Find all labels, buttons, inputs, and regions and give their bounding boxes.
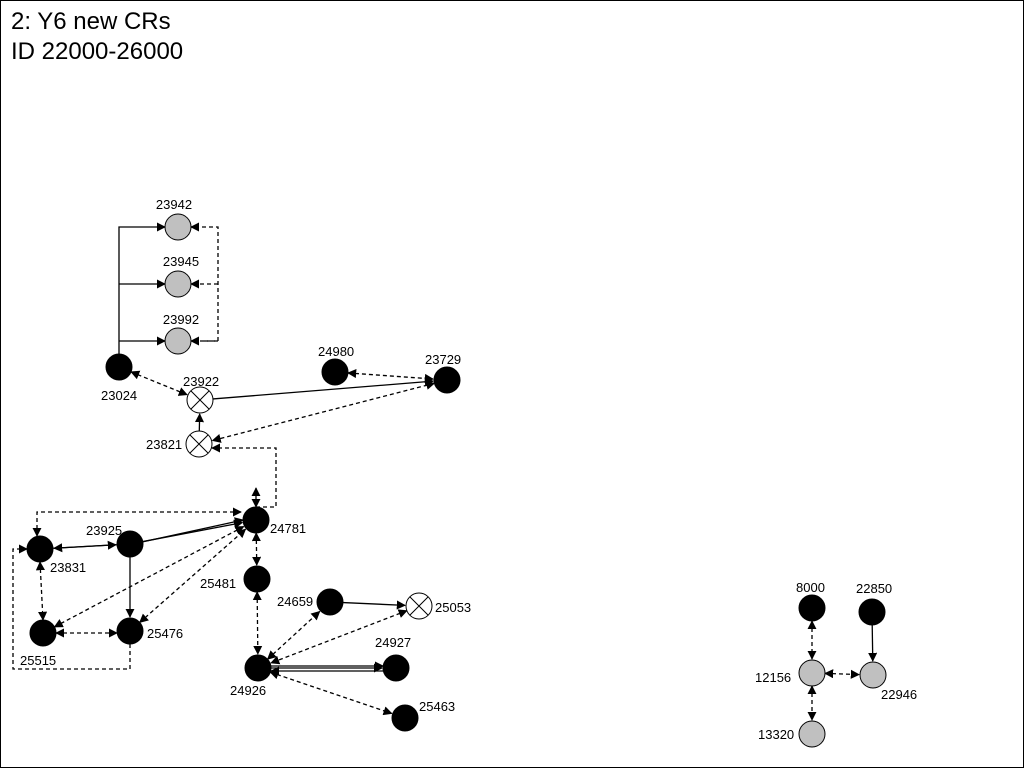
node-23925[interactable]: 23925	[86, 523, 144, 558]
node-12156[interactable]: 12156	[755, 659, 826, 687]
node-circle	[29, 619, 57, 647]
node-23729[interactable]: 23729	[425, 352, 461, 394]
node-22946[interactable]: 22946	[859, 661, 917, 702]
node-circle	[858, 598, 886, 626]
node-circle	[798, 594, 826, 622]
node-24781[interactable]: 24781	[242, 506, 306, 536]
node-circle	[116, 617, 144, 645]
node-label: 25476	[147, 626, 183, 641]
cross-mark-icon	[189, 434, 209, 454]
node-label: 25481	[200, 576, 236, 591]
node-circle	[164, 270, 192, 298]
node-label: 23992	[163, 312, 199, 327]
edge-23024-23942	[118, 222, 166, 354]
edge-24926-25463	[269, 670, 393, 716]
node-24980[interactable]: 24980	[318, 344, 354, 386]
node-circle	[242, 506, 270, 534]
node-circle	[164, 327, 192, 355]
edge-25053-24926	[270, 609, 408, 665]
node-23942[interactable]: 23942	[156, 197, 192, 241]
nodes-layer: 23942 23945 23992 23024 23922 23821 24980 23729…	[20, 197, 917, 748]
edge-25476-23831	[12, 544, 131, 670]
title-line-1: 2: Y6 new CRs	[11, 8, 171, 35]
cross-mark-icon	[409, 596, 429, 616]
node-label: 24927	[375, 635, 411, 650]
node-label: 25053	[435, 600, 471, 615]
edge-23925-23831	[53, 543, 118, 553]
edge-23024-23922	[130, 370, 188, 396]
node-label: 23729	[425, 352, 461, 367]
node-circle	[798, 659, 826, 687]
edge-24659-25053	[342, 600, 406, 610]
edge-24926-24659	[266, 610, 321, 660]
edge-23729-23821	[211, 380, 436, 443]
edge-24781-23831	[32, 507, 242, 537]
node-25463[interactable]: 25463	[391, 699, 455, 732]
slide-title: 2: Y6 new CRs ID 22000-26000	[11, 7, 183, 67]
node-label: 24926	[230, 683, 266, 698]
edge-25476-24781	[139, 528, 247, 624]
edges-layer	[12, 222, 878, 721]
node-23922[interactable]: 23922	[183, 374, 219, 414]
edge-12156-22946	[824, 669, 860, 679]
node-label: 12156	[755, 670, 791, 685]
edge-23925-25515	[141, 517, 244, 543]
node-circle	[26, 535, 54, 563]
node-circle	[391, 704, 419, 732]
node-label: 8000	[796, 580, 825, 595]
node-label: 23024	[101, 388, 137, 403]
node-label: 23925	[86, 523, 122, 538]
node-label: 24781	[270, 521, 306, 536]
node-25481[interactable]: 25481	[200, 565, 271, 593]
title-line-2: ID 22000-26000	[11, 38, 184, 65]
node-label: 23942	[156, 197, 192, 212]
node-circle	[105, 353, 133, 381]
edge-25481-24926	[252, 591, 263, 655]
node-label: 22946	[881, 687, 917, 702]
node-23831[interactable]: 23831	[26, 535, 86, 575]
node-circle	[798, 720, 826, 748]
node-circle	[316, 588, 344, 616]
node-23821[interactable]: 23821	[146, 430, 213, 458]
node-24659[interactable]: 24659	[277, 588, 344, 616]
cross-mark-icon	[190, 390, 210, 410]
node-22850[interactable]: 22850	[856, 581, 892, 626]
node-circle	[433, 366, 461, 394]
edge-24980-23729	[347, 368, 434, 383]
node-23024[interactable]: 23024	[101, 353, 137, 403]
node-25053[interactable]: 25053	[405, 592, 471, 620]
node-circle	[164, 213, 192, 241]
edge-23831-25515	[35, 561, 48, 621]
edge-24781-25481	[251, 532, 262, 566]
node-8000[interactable]: 8000	[796, 580, 826, 622]
node-24927[interactable]: 24927	[375, 635, 411, 682]
node-label: 24980	[318, 344, 354, 359]
node-circle	[382, 654, 410, 682]
node-label: 24659	[277, 594, 313, 609]
node-circle	[321, 358, 349, 386]
node-13320[interactable]: 13320	[758, 720, 826, 748]
edge-24781-23821	[211, 443, 277, 508]
node-23992[interactable]: 23992	[163, 312, 199, 355]
edge-22850-22946	[868, 624, 878, 662]
node-label: 23922	[183, 374, 219, 389]
node-label: 13320	[758, 727, 794, 742]
node-label: 23945	[163, 254, 199, 269]
node-label: 23831	[50, 560, 86, 575]
node-label: 25515	[20, 653, 56, 668]
edge-23922-23729	[212, 377, 434, 400]
node-label: 22850	[856, 581, 892, 596]
node-25476[interactable]: 25476	[116, 617, 183, 645]
node-label: 23821	[146, 437, 182, 452]
node-25515[interactable]: 25515	[20, 619, 57, 668]
node-label: 25463	[419, 699, 455, 714]
node-circle	[116, 530, 144, 558]
node-24926[interactable]: 24926	[230, 654, 272, 698]
node-circle	[244, 654, 272, 682]
node-circle	[859, 661, 887, 689]
node-23945[interactable]: 23945	[163, 254, 199, 298]
node-circle	[243, 565, 271, 593]
